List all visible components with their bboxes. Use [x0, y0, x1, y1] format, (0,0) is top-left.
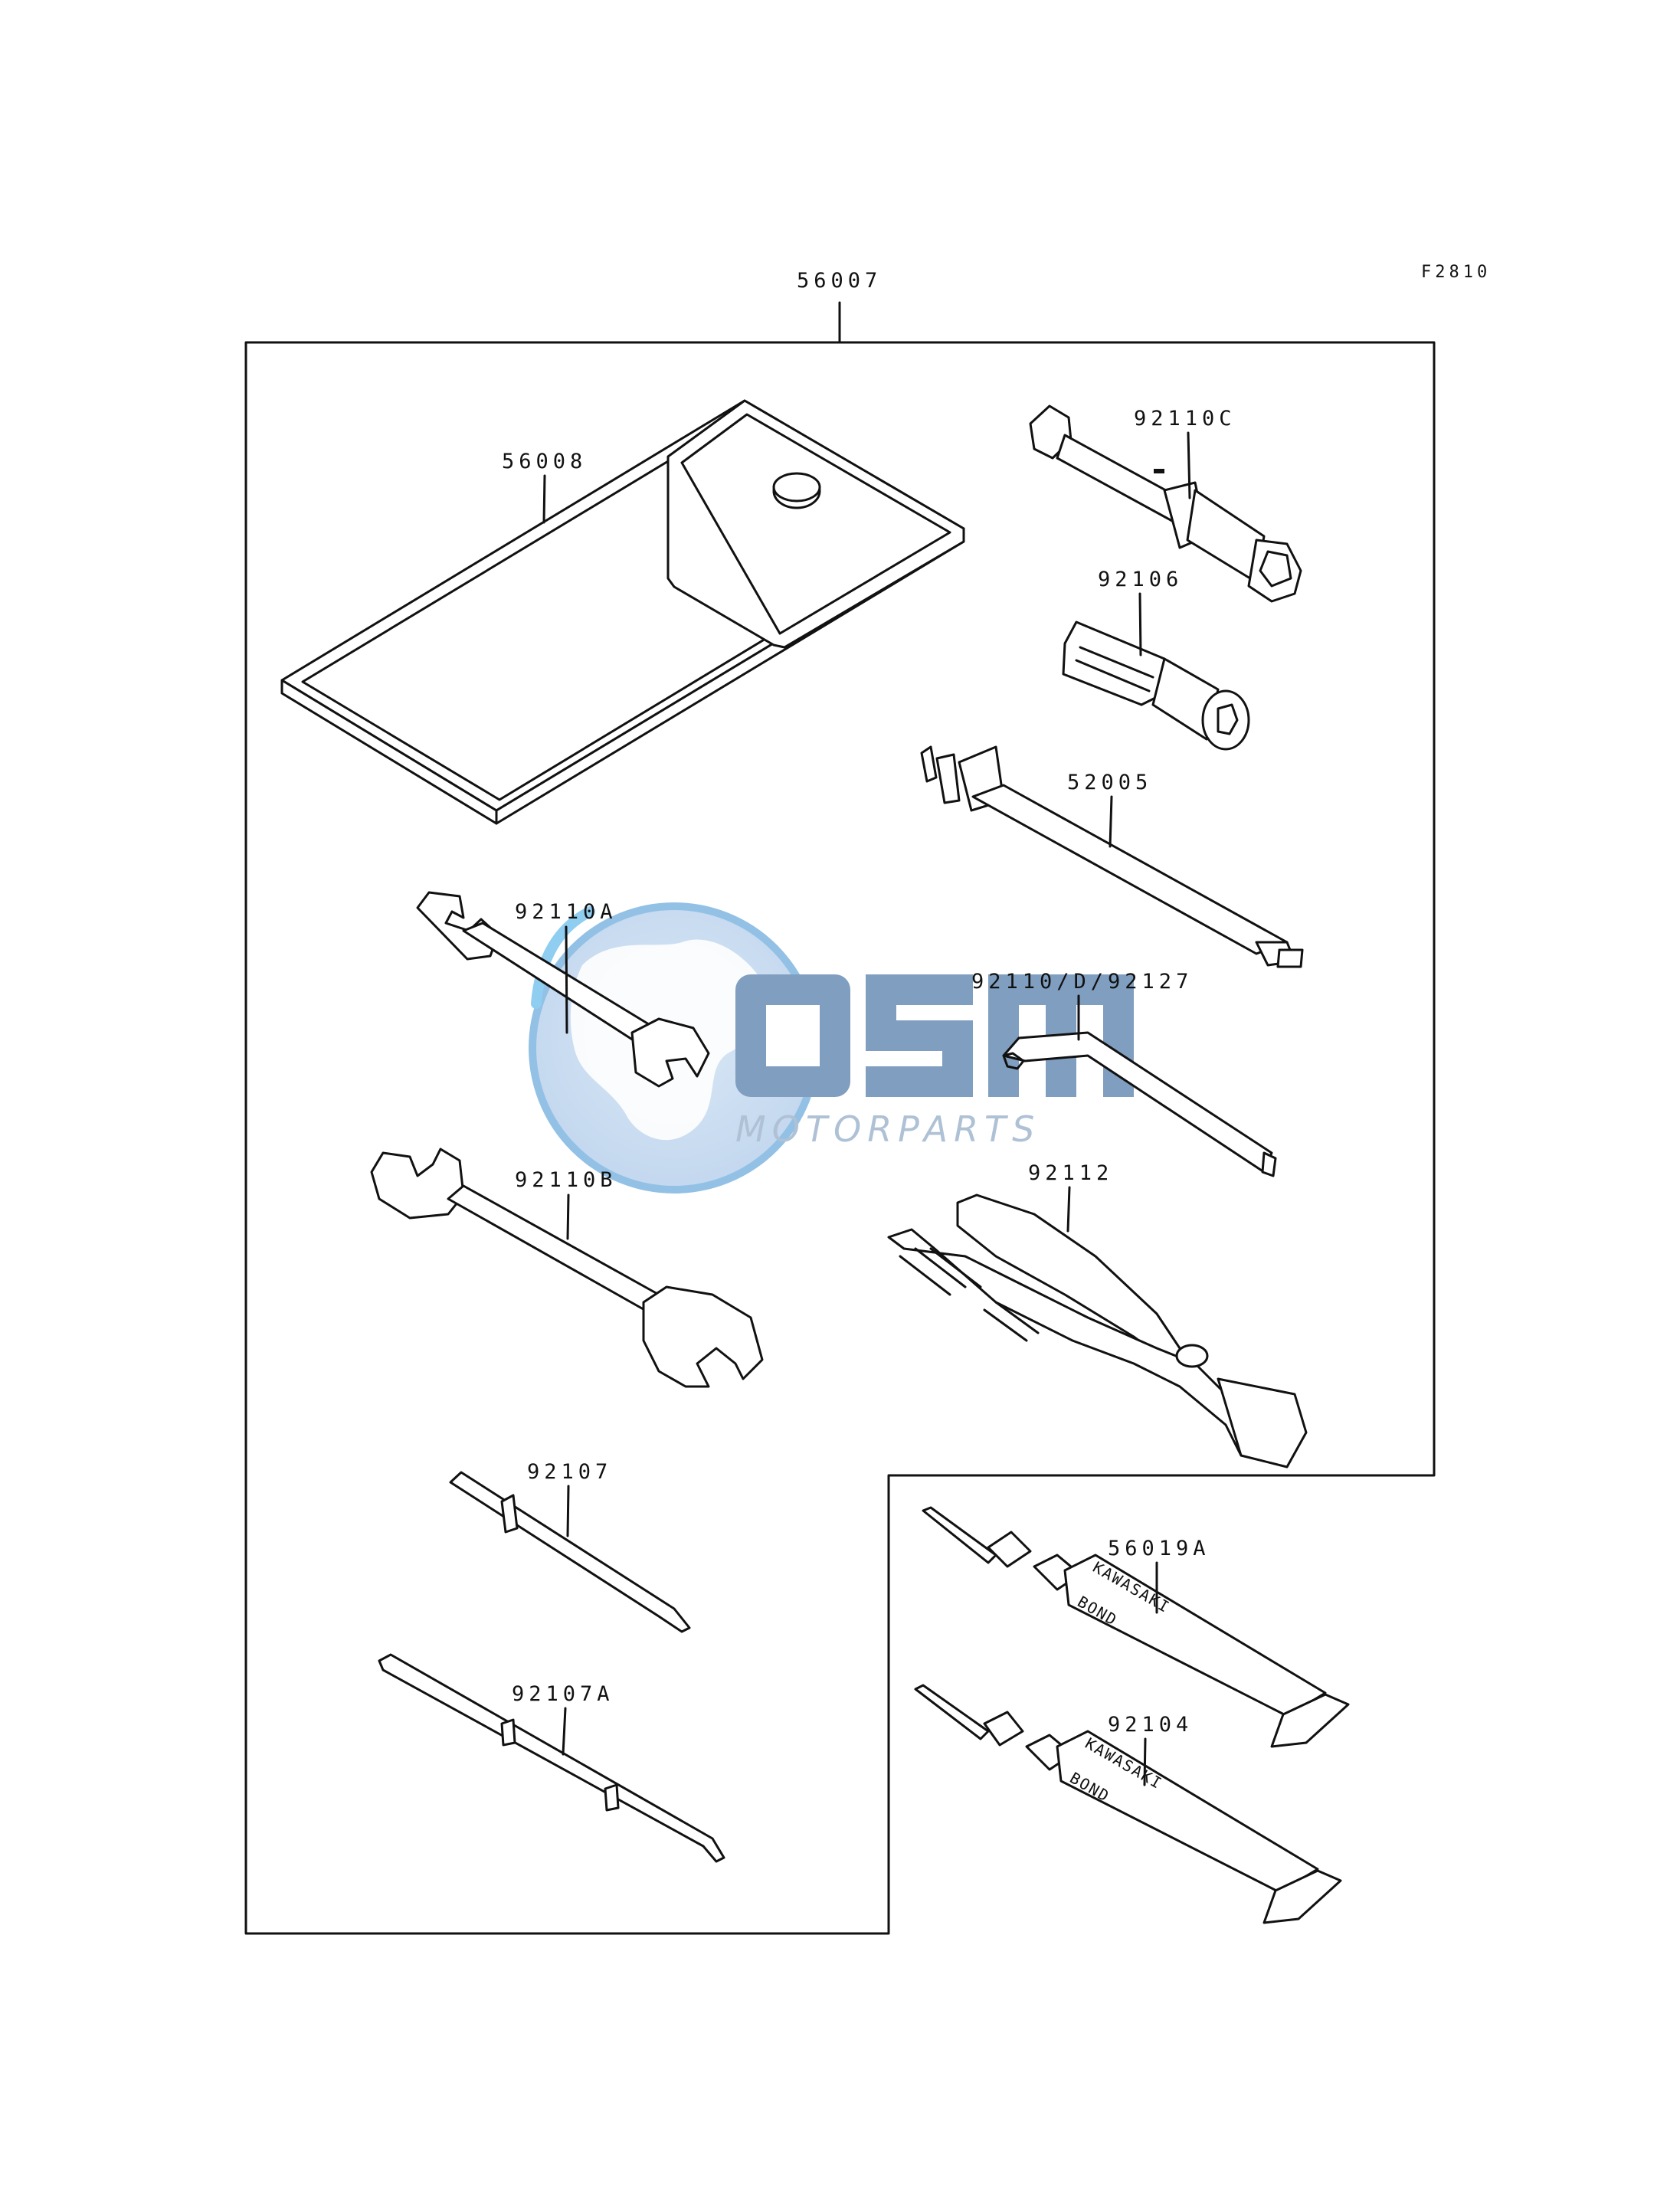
label-plug-wrench: 92106 — [1098, 568, 1183, 591]
kit-outline — [244, 301, 1436, 1935]
figure-code: F2810 — [1421, 263, 1491, 282]
label-kit: 56007 — [797, 269, 882, 293]
screwdriver — [449, 1471, 691, 1633]
handle-52005 — [920, 745, 1304, 968]
label-handle-52005: 52005 — [1067, 771, 1152, 794]
hex-key — [1002, 1031, 1277, 1177]
bond-tube-a: KAWASAKI BOND — [922, 1506, 1350, 1748]
label-screwdriver: 92107 — [527, 1460, 612, 1484]
label-wrench-b: 92110B — [515, 1168, 617, 1192]
label-bond-a: 56019A — [1108, 1537, 1210, 1560]
label-pliers: 92112 — [1028, 1161, 1113, 1185]
plug-wrench — [1062, 620, 1250, 751]
label-hex-key: 92110/D/92127 — [971, 970, 1193, 994]
wrench-b — [370, 1148, 764, 1388]
socket-wrench-c — [1029, 404, 1302, 603]
label-bond-b: 92104 — [1108, 1713, 1193, 1737]
label-screwdriver-a: 92107A — [512, 1682, 614, 1706]
tool-bag — [280, 399, 965, 825]
watermark-text: MOTORPARTS — [735, 1108, 1040, 1150]
label-tool-bag: 56008 — [502, 450, 587, 473]
label-socket-wrench-c: 92110C — [1134, 407, 1236, 431]
pliers — [887, 1193, 1308, 1468]
label-wrench-a: 92110A — [515, 900, 617, 924]
wrench-a — [416, 891, 710, 1088]
screwdriver-a — [378, 1653, 725, 1863]
